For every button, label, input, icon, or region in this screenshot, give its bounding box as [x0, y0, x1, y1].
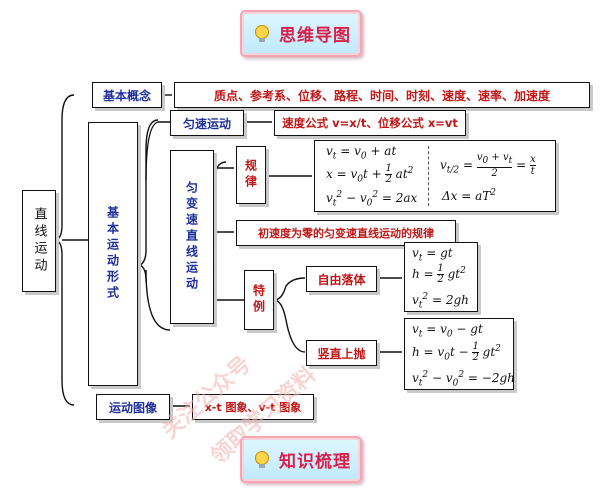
free-fall-formula-box	[404, 242, 478, 312]
uniform-motion-detail: 速度公式 v=x/t、位移公式 x=vt	[282, 116, 458, 130]
vertical-throw-formula-box	[404, 318, 514, 390]
vertical-throw-label: 竖直上抛	[317, 346, 366, 361]
basic-forms-label: 基本运动形式	[105, 206, 120, 302]
free-fall-node	[306, 266, 377, 292]
basic-concepts-detail-box	[174, 82, 590, 108]
zero-initial-velocity-label: 初速度为零的匀变速直线运动的规律	[258, 227, 434, 240]
free-fall-velocity: vt = gt	[412, 246, 453, 264]
rules-node	[236, 146, 266, 204]
vertical-throw-velocity-height: vt2 − v02 = −2gh	[412, 370, 515, 389]
special-cases-node	[244, 270, 274, 330]
uniformly-accelerated-label: 匀变速直线运动	[184, 181, 199, 293]
formula-velocity-displacement: vt2 − v02 = 2ax	[326, 190, 418, 209]
formula-delta-x: Δx = aT2	[442, 188, 497, 203]
special-cases-label: 特例	[251, 284, 266, 316]
motion-graphs-label: 运动图像	[108, 400, 157, 415]
formula-velocity-time: vt = v0 + at	[326, 144, 397, 162]
lightbulb-icon	[251, 23, 273, 45]
root-label: 直线运动	[31, 207, 47, 275]
lightbulb-icon	[251, 449, 273, 471]
uniform-motion-detail-box	[274, 110, 466, 136]
uniform-motion-label: 匀速运动	[182, 116, 231, 131]
uniformly-accelerated-node	[170, 150, 214, 324]
motion-graphs-detail-box	[192, 394, 314, 420]
free-fall-label: 自由落体	[317, 272, 366, 287]
free-fall-velocity-height: vt2 = 2gh	[412, 292, 469, 311]
basic-forms-node	[88, 122, 138, 386]
banner-title-bottom: 知识梳理	[279, 452, 351, 472]
basic-concepts-label: 基本概念	[102, 88, 151, 103]
mindmap-banner: 思维导图	[240, 10, 362, 57]
knowledge-banner: 知识梳理	[240, 436, 362, 483]
rules-formula-box	[314, 140, 556, 212]
rules-label: 规律	[243, 159, 258, 191]
zero-initial-velocity-node	[236, 220, 456, 246]
formula-divider	[428, 146, 429, 206]
uniform-motion-node	[170, 110, 244, 136]
basic-concepts-node	[92, 82, 162, 108]
vertical-throw-velocity: vt = v0 − gt	[412, 322, 483, 340]
root-node	[22, 190, 56, 292]
banner-title-top: 思维导图	[279, 26, 351, 46]
motion-graphs-node	[96, 394, 170, 420]
motion-graphs-detail: x-t 图象、v-t 图象	[204, 401, 302, 414]
basic-concepts-detail: 质点、参考系、位移、路程、时间、时刻、速度、速率、加速度	[213, 88, 550, 103]
vertical-throw-node	[306, 340, 377, 366]
